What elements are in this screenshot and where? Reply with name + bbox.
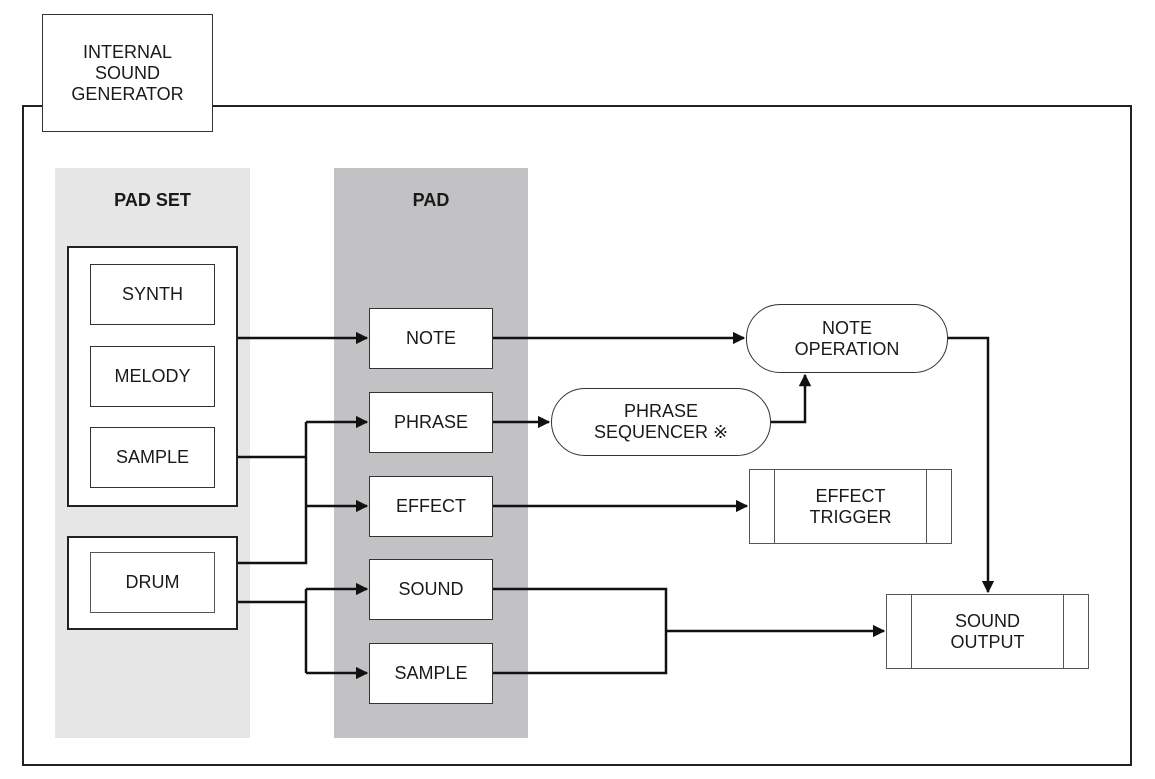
pad-heading: PAD: [412, 190, 450, 210]
arrow-sequencer-to-note-operation: [771, 373, 812, 424]
sound-generator-frame: [22, 105, 1132, 766]
pad-set-heading: PAD SET: [114, 190, 191, 210]
pad-sample: SAMPLE: [369, 643, 493, 704]
pad-set-melody: MELODY: [90, 346, 215, 407]
pad-phrase: PHRASE: [369, 392, 493, 453]
diagram-title: INTERNAL SOUND GENERATOR: [42, 14, 213, 132]
pad-effect: EFFECT: [369, 476, 493, 537]
arrow-note-operation-to-output: [948, 336, 995, 594]
sound-output-node: SOUND OUTPUT: [886, 594, 1089, 669]
effect-trigger-node: EFFECT TRIGGER: [749, 469, 952, 544]
line-drum-branch: [238, 422, 308, 565]
pad-set-drum: DRUM: [90, 552, 215, 613]
pad-sound: SOUND: [369, 559, 493, 620]
line-sound-to-output: [493, 587, 668, 675]
note-operation-node: NOTE OPERATION: [746, 304, 948, 373]
pad-note: NOTE: [369, 308, 493, 369]
phrase-sequencer-node: PHRASE SEQUENCER ※: [551, 388, 771, 456]
pad-set-sample: SAMPLE: [90, 427, 215, 488]
pad-set-synth: SYNTH: [90, 264, 215, 325]
